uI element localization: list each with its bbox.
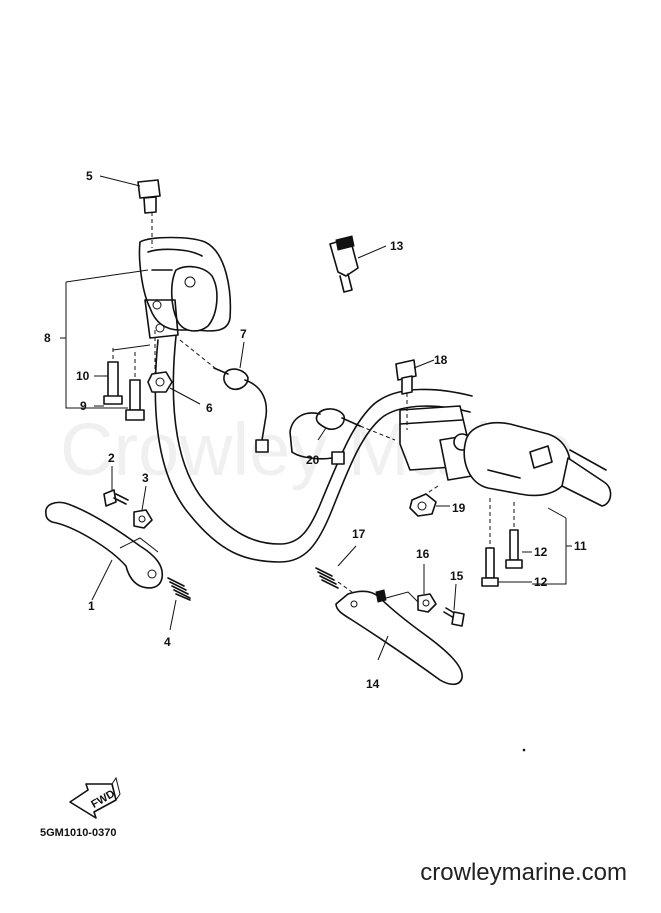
handlebar [154,335,473,563]
callout-4: 4 [164,635,171,649]
right-switch-grip [463,422,612,548]
dot-mark [522,748,526,752]
fwd-arrow-icon: FWD [69,776,121,819]
nut-16 [417,564,437,613]
switch-7 [179,339,269,453]
diagram-code: 5GM1010-0370 [40,827,116,839]
callout-18: 18 [434,353,448,367]
left-lever-1 [45,501,164,601]
screw-15 [443,583,465,627]
nut-3 [133,485,153,529]
callout-12b: 12 [534,575,548,589]
nut-6 [147,371,201,405]
site-url: crowleymarine.com [420,859,627,886]
screws-12 [481,529,532,587]
callout-8: 8 [44,331,51,345]
screw-2 [103,466,129,507]
bolt-5 [99,175,161,214]
callout-12a: 12 [534,545,548,559]
callout-16: 16 [416,547,430,561]
group-brackets [60,269,572,585]
callout-19: 19 [452,501,466,515]
spring-17 [315,545,357,593]
right-lever-14 [335,589,463,686]
callout-20: 20 [306,453,320,467]
callout-1: 1 [88,599,95,613]
spring-4 [167,577,191,631]
callout-2: 2 [108,451,115,465]
callout-7: 7 [240,327,247,341]
callout-15: 15 [450,569,464,583]
callout-14: 14 [366,677,380,691]
nut-19 [409,485,450,517]
callout-6: 6 [206,401,213,415]
callout-10: 10 [76,369,90,383]
clip-13 [329,235,387,293]
callout-5: 5 [86,169,93,183]
callout-17: 17 [352,527,366,541]
bolt-18 [395,359,435,395]
callout-9: 9 [80,399,87,413]
callout-11: 11 [574,539,587,553]
callout-3: 3 [142,471,149,485]
switch-20 [289,408,396,465]
callout-labels: 5 8 10 9 6 7 13 18 20 19 11 12 12 2 3 1 … [44,169,587,691]
bolts-9-10 [103,344,151,421]
callout-13: 13 [390,239,404,253]
left-lever-holder [138,205,232,380]
